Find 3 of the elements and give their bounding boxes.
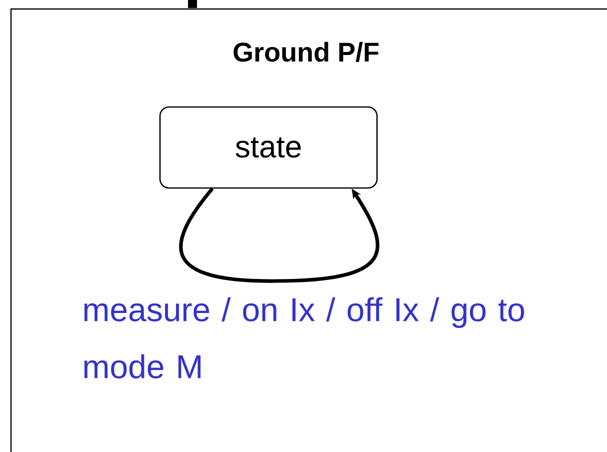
state-box: state: [159, 106, 378, 189]
loop-arrow: [179, 188, 380, 283]
edge-label: measure / on Ix / off Ix / go to mode M: [84, 297, 524, 378]
